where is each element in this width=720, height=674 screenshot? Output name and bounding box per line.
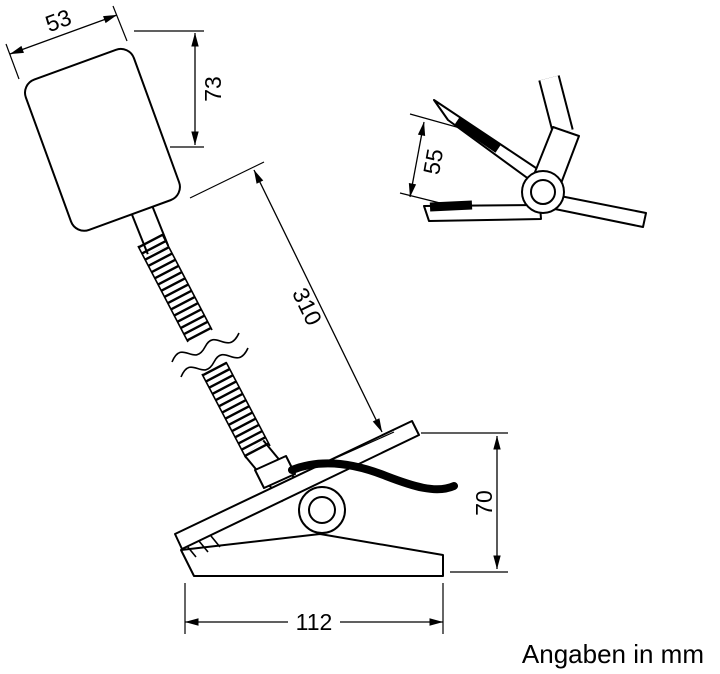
power-cable [288,459,458,494]
dim-gooseneck-length-label: 310 [287,284,327,330]
lamp-main-view [24,47,458,577]
side-spring-coil-inner [530,179,556,205]
gooseneck-segment-upper [137,233,213,343]
dim-clamp-height: 70 [421,432,508,573]
side-lower-jaw-pad [429,200,473,212]
dim-jaw-opening-label: 55 [418,147,448,177]
clamp-side-view [423,75,647,228]
break-marks [171,332,249,378]
dim-gooseneck-length: 310 [189,161,395,475]
spring-coil-inner [308,496,336,524]
clamp-main [174,420,444,577]
units-caption: Angaben in mm [522,639,704,669]
side-neck-stub [538,75,574,135]
clamp-upper-arm [174,420,420,550]
jaw-serrations [186,535,221,558]
clamp-lower-arm [180,533,444,577]
dimension-annotations: 53 73 310 70 112 [5,4,508,635]
dim-clamp-base-width-label: 112 [296,609,333,635]
lamp-head [24,47,181,232]
dim-clamp-base-width: 112 [184,583,444,635]
dim-head-length: 73 [134,30,226,148]
dim-clamp-height-label: 70 [471,490,497,516]
dim-head-length-label: 73 [200,76,226,102]
dim-label-mask [288,610,340,635]
head-connector [130,205,170,255]
side-upper-jaw-pad [454,117,501,153]
side-handle [549,193,647,228]
dim-jaw-opening: 55 [399,113,461,205]
